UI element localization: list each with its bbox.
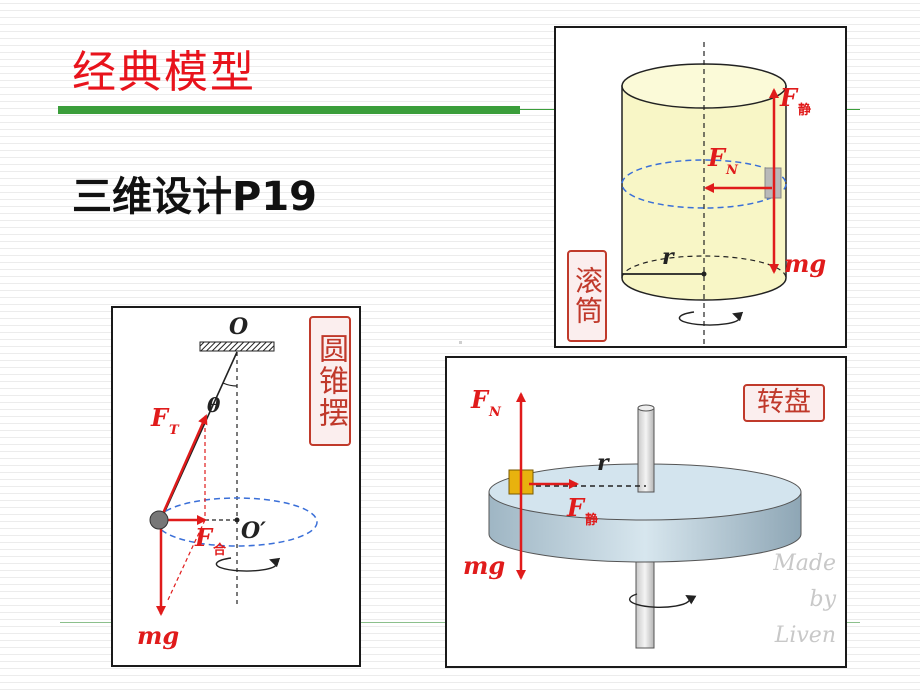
pendulum-diagram: O θ FT F合 O′ mg xyxy=(137,314,318,650)
turntable-rotation-icon xyxy=(628,593,697,608)
drum-friction-label: F静 xyxy=(779,83,811,118)
drum-rotation-icon xyxy=(678,311,744,326)
drum-panel: F静 FN mg r 滚筒 xyxy=(554,26,847,348)
turntable-diagram: FN r F静 mg Made by Liven xyxy=(463,385,837,649)
turntable-radius-label: r xyxy=(597,450,610,476)
drum-orbit xyxy=(621,159,787,209)
turntable-normal-label: FN xyxy=(470,385,502,420)
drum-stamp: 滚筒 xyxy=(567,250,607,342)
turntable-friction-label: F静 xyxy=(566,493,598,528)
pendulum-rotation-icon xyxy=(215,557,281,572)
watermark-line-2: by xyxy=(809,587,836,612)
page-subtitle: 三维设计P19 xyxy=(72,174,317,220)
drum-center-dot xyxy=(701,271,707,277)
page-title: 经典模型 xyxy=(72,47,256,98)
turntable-shaft-upper xyxy=(637,407,655,493)
pendulum-tension-label: FT xyxy=(150,403,180,438)
turntable-shaft-cap xyxy=(637,404,655,412)
pendulum-tension-arrow xyxy=(159,414,208,519)
turntable-stamp: 转盘 xyxy=(743,384,825,422)
pendulum-bob xyxy=(149,510,169,530)
drum-radius-label: r xyxy=(662,244,675,270)
pendulum-center-label: O′ xyxy=(241,518,266,544)
slide-dot xyxy=(459,341,462,344)
pendulum-construct-diagonal xyxy=(166,519,206,603)
watermark-line-1: Made xyxy=(772,551,836,576)
pendulum-gravity-label: mg xyxy=(137,621,179,650)
drum-normal-label: FN xyxy=(707,143,739,178)
title-underline-bar xyxy=(58,106,520,114)
pendulum-center-dot xyxy=(234,517,240,523)
pendulum-ceiling xyxy=(199,341,275,352)
pendulum-net-label: F合 xyxy=(194,523,227,558)
drum-gravity-label: mg xyxy=(784,249,826,278)
watermark-line-3: Liven xyxy=(774,623,836,648)
turntable-shaft-lower xyxy=(635,557,655,649)
turntable-panel: FN r F静 mg Made by Liven 转盘 xyxy=(445,356,847,668)
turntable-gravity-label: mg xyxy=(463,551,505,580)
pendulum-stamp: 圆锥摆 xyxy=(309,316,351,446)
pendulum-panel: O θ FT F合 O′ mg 圆锥摆 xyxy=(111,306,361,667)
drum-diagram: F静 FN mg r xyxy=(621,42,826,346)
pendulum-angle-label: θ xyxy=(207,393,221,417)
pendulum-angle-arc xyxy=(222,382,238,387)
pendulum-pivot-label: O xyxy=(229,314,248,340)
